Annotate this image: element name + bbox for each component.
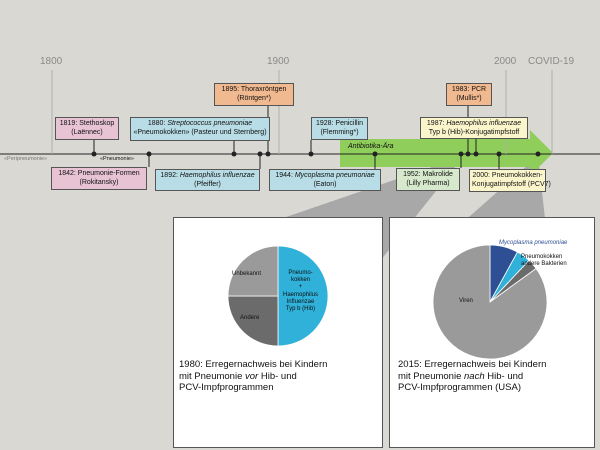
pie-2015-label-viren: Viren (459, 298, 473, 304)
event-1987: 1987: Haemophilus influenzae Typ b (Hib)… (420, 117, 528, 139)
event-dots (91, 151, 541, 157)
pneumonie-label: «Pneumonie» (100, 156, 134, 162)
pie-2015-label-pneumo: Pneumokokken (521, 254, 563, 260)
pie-1980-label-pneumo: Pneumo- kokken + Haemophilus Influenzae … (282, 270, 319, 313)
pie-slice-andere (227, 295, 279, 347)
pie-1980 (227, 245, 329, 347)
year-1900: 1900 (267, 56, 290, 67)
pie-2015-label-andere: andere Bakterien (521, 261, 567, 267)
event-1944: 1944: Mycoplasma pneumoniae (Eaton) (269, 169, 381, 191)
event-1880: 1880: Streptococcus pneumoniae «Pneumoko… (130, 117, 270, 141)
event-2000: 2000: Pneumokokken-Konjugatimpfstoff (PC… (469, 169, 551, 192)
pie-2015-slices (432, 244, 548, 360)
year-2000: 2000 (494, 56, 517, 67)
pie-1980-label-unbekannt: Unbekannt (232, 271, 262, 277)
event-1819: 1819: Stethoskop(Laënnec) (55, 117, 119, 140)
event-1895: 1895: Thoraxröntgen(Röntgen*) (214, 83, 294, 106)
antibiotic-era-label: Antibiotika-Ära (348, 143, 394, 150)
pie-slice-viren (432, 244, 548, 360)
antibiotic-era-arrow (340, 130, 553, 176)
pie-2015-caption: 2015: Erregernachweis bei Kindern mit Pn… (398, 359, 547, 393)
event-1892: 1892: Haemophilus influenzae (Pfeiffer) (155, 169, 260, 191)
event-1842: 1842: Pneumonie-Formen(Rokitansky) (51, 167, 147, 190)
pie-slice-unbekannt (227, 245, 279, 297)
event-1952: 1952: Makrolide(Lilly Pharma) (396, 168, 460, 191)
pie-2015-label-myco: Mycoplasma pneumoniae (499, 240, 568, 246)
pie-2015 (432, 244, 548, 360)
year-1800: 1800 (40, 56, 63, 67)
pie-slice-pneumokokken-haemophilus-influenzae-typ-b-hib (277, 245, 329, 347)
event-1983: 1983: PCR(Mullis*) (446, 83, 492, 106)
panel-1980: Unbekannt Andere Pneumo- kokken + Haemop… (173, 217, 383, 448)
pie-1980-label-andere: Andere (240, 315, 260, 321)
peripneumonie-label: «Peripneumonie» (4, 156, 48, 162)
event-1928: 1928: Penicillin(Flemming*) (311, 117, 368, 140)
pie-1980-caption: 1980: Erregernachweis bei Kindern mit Pn… (179, 359, 328, 393)
pie-1980-slices (227, 245, 329, 347)
year-covid: COVID-19 (528, 56, 575, 67)
panel-2015: Mycoplasma pneumoniae Pneumokokken ander… (389, 217, 595, 448)
